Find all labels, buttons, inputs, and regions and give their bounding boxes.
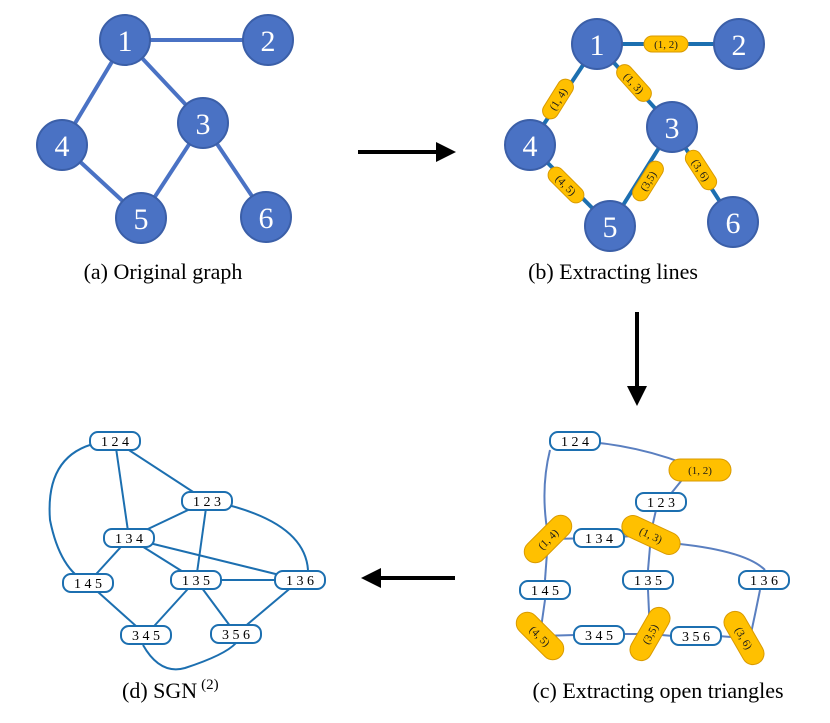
triangle-box-label: 1 3 6 (286, 574, 314, 589)
triangle-box: 1 4 5 (62, 573, 114, 593)
edge-pill: (1, 2) (643, 35, 689, 53)
panel-d-boxes: 1 2 4 1 2 3 1 3 4 1 4 5 1 3 5 1 3 6 (62, 431, 326, 645)
triangle-box-label: 1 3 6 (750, 574, 778, 589)
node-2: 2 (242, 14, 294, 66)
line-pill-label: (1, 2) (688, 465, 712, 477)
panel-b-nodes: 1 2 3 4 5 6 (504, 18, 765, 252)
line-pill: (1, 4) (523, 514, 573, 564)
caption-b: (b) Extracting lines (528, 259, 698, 284)
triangle-box-label: 1 4 5 (74, 577, 102, 592)
panel-d-links (48, 440, 309, 671)
triangle-box-label: 1 2 4 (101, 435, 129, 450)
triangle-box-label: 1 3 4 (115, 532, 143, 547)
line-pill: (3, 6) (723, 610, 765, 666)
triangle-box-label: 3 4 5 (585, 629, 613, 644)
panel-c: 1 2 4 1 2 3 1 3 4 1 4 5 1 3 5 1 3 6 (515, 431, 790, 703)
panel-d: 1 2 4 1 2 3 1 3 4 1 4 5 1 3 5 1 3 6 (48, 431, 326, 703)
triangle-box: 1 2 3 (635, 492, 687, 512)
triangle-box: 3 4 5 (573, 625, 625, 645)
edge-pill: (4, 5) (547, 166, 585, 204)
node-label: 3 (196, 108, 211, 141)
node-label: 3 (665, 112, 680, 145)
triangle-box: 3 5 6 (210, 624, 262, 644)
triangle-box: 1 3 4 (103, 528, 155, 548)
link (669, 542, 766, 571)
triangle-box: 1 2 3 (181, 491, 233, 511)
node-label: 2 (732, 29, 747, 62)
triangle-box-label: 1 2 3 (647, 496, 675, 511)
triangle-box: 1 4 5 (519, 580, 571, 600)
node-label: 1 (590, 29, 605, 62)
triangle-box-label: 1 4 5 (531, 584, 559, 599)
node-label: 5 (134, 203, 149, 236)
triangle-box: 3 4 5 (120, 625, 172, 645)
node-4: 4 (504, 119, 556, 171)
panel-a: 1 2 3 4 5 6 (a) Original gra (36, 14, 294, 284)
node-5: 5 (115, 192, 167, 244)
triangle-box: 1 3 6 (274, 570, 326, 590)
node-1: 1 (571, 18, 623, 70)
node-label: 6 (726, 207, 741, 240)
node-label: 4 (55, 130, 70, 163)
node-4: 4 (36, 119, 88, 171)
caption-d-sup: (2) (201, 677, 219, 693)
caption-c: (c) Extracting open triangles (532, 678, 783, 703)
panel-c-boxes: 1 2 4 1 2 3 1 3 4 1 4 5 1 3 5 1 3 6 (519, 431, 790, 646)
link (227, 504, 309, 571)
triangle-box-label: 1 3 4 (585, 532, 613, 547)
edge-pill: (1, 3) (616, 64, 652, 102)
node-3: 3 (177, 97, 229, 149)
triangle-box-label: 1 3 5 (634, 574, 662, 589)
triangle-box-label: 3 5 6 (682, 630, 710, 645)
node-2: 2 (713, 18, 765, 70)
node-label: 2 (261, 25, 276, 58)
triangle-box-label: 3 5 6 (222, 628, 250, 643)
node-6: 6 (707, 196, 759, 248)
edge-pill: (3, 6) (684, 149, 718, 191)
link (195, 500, 208, 581)
panel-c-pills: (1, 2) (1, 4) (1, 3) (4, 5) (3,5) (3, 6) (515, 458, 765, 666)
node-6: 6 (240, 191, 292, 243)
triangle-box: 1 2 4 (89, 431, 141, 451)
link (142, 642, 237, 671)
link (114, 440, 130, 539)
triangle-box: 1 3 5 (170, 570, 222, 590)
triangle-box: 1 3 6 (738, 570, 790, 590)
caption-d-main: (d) SGN (122, 678, 197, 703)
flow-arrows (358, 142, 647, 588)
edge-pill-label: (1, 2) (654, 39, 678, 51)
node-label: 1 (118, 25, 133, 58)
triangle-box-label: 1 2 4 (561, 435, 589, 450)
triangle-box-label: 1 3 5 (182, 574, 210, 589)
line-pill: (3,5) (629, 606, 671, 662)
link (128, 537, 301, 581)
node-1: 1 (99, 14, 151, 66)
link (48, 442, 98, 584)
node-label: 5 (603, 211, 618, 244)
caption-a: (a) Original graph (84, 259, 243, 284)
triangle-box: 1 3 4 (573, 528, 625, 548)
panel-a-nodes: 1 2 3 4 5 6 (36, 14, 294, 244)
node-label: 6 (259, 202, 274, 235)
line-pill: (1, 3) (621, 515, 681, 555)
triangle-box-label: 1 2 3 (193, 495, 221, 510)
triangle-box: 1 2 4 (549, 431, 601, 451)
line-pill: (1, 2) (668, 458, 732, 482)
panel-b: 1 2 3 4 5 6 (504, 18, 765, 284)
panel-a-edges (60, 38, 268, 220)
edge-pill: (3,5) (632, 160, 664, 202)
panel-b-pills: (1, 2) (1, 4) (1, 3) (4, 5) (3,5) (3, 6) (542, 35, 718, 204)
triangle-box: 1 3 5 (622, 570, 674, 590)
triangle-box: 3 5 6 (670, 626, 722, 646)
edge-pill: (1, 4) (542, 78, 574, 120)
triangle-box-label: 3 4 5 (132, 629, 160, 644)
node-3: 3 (646, 101, 698, 153)
caption-d: (d) SGN(2) (122, 677, 219, 703)
node-5: 5 (584, 200, 636, 252)
node-label: 4 (523, 130, 538, 163)
